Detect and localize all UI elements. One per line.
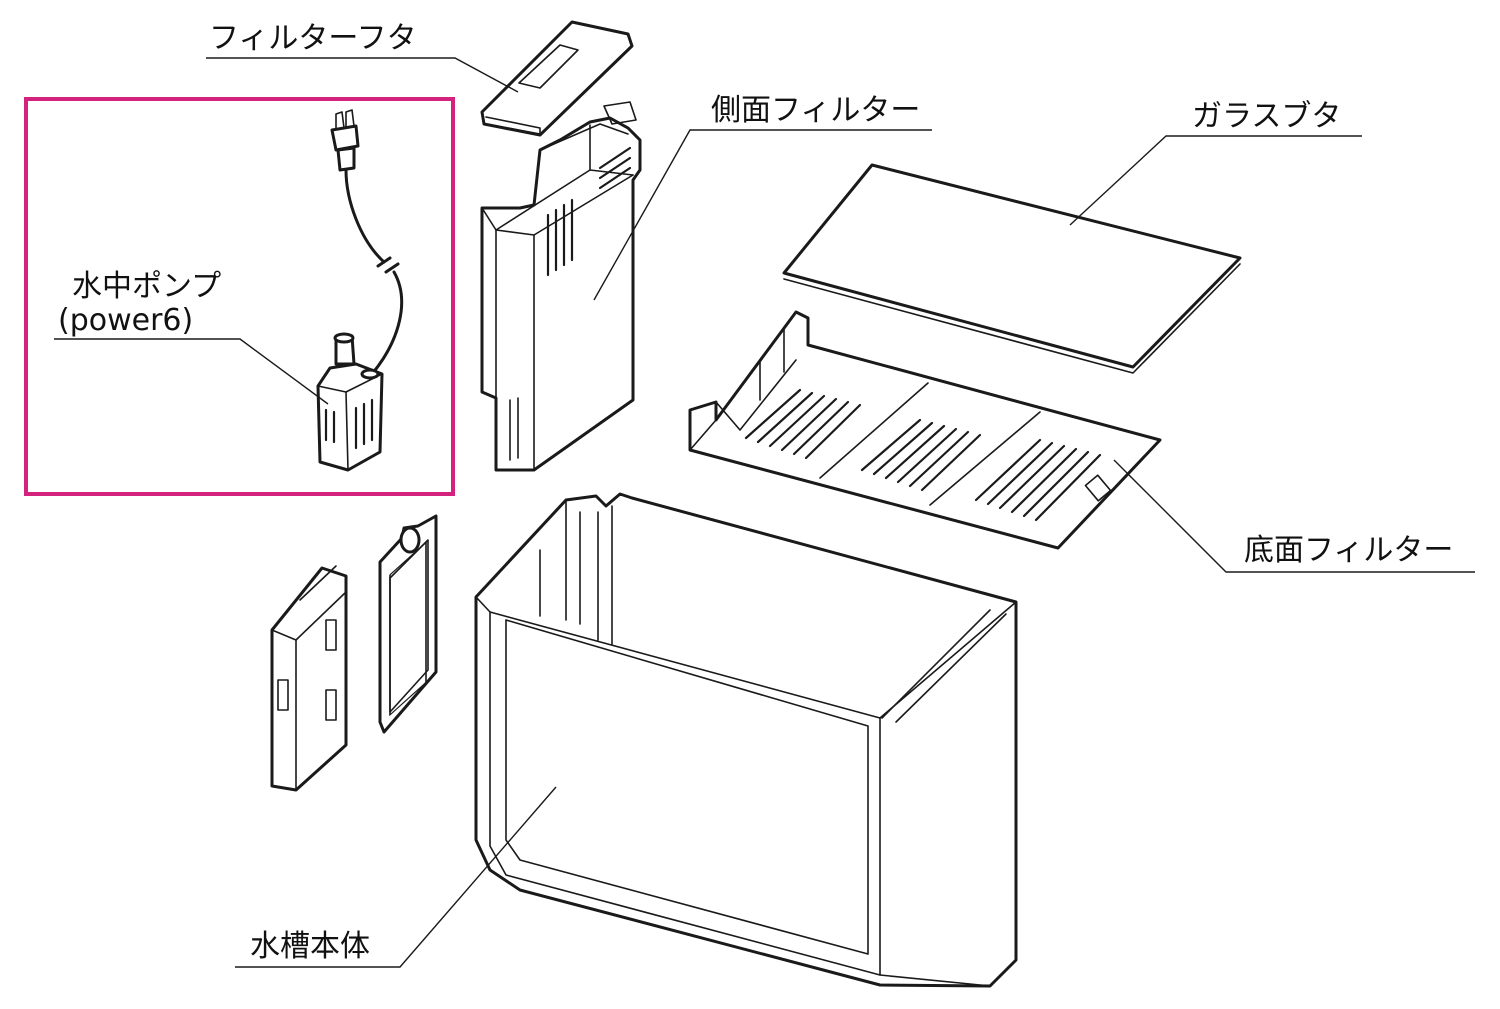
leader-glass-lid	[1069, 135, 1362, 226]
leader-bottom-filter	[1113, 459, 1475, 573]
label-pump-model: (power6)	[58, 303, 193, 338]
bottom-filter-slots	[744, 388, 1102, 522]
label-filter-lid: フィルターフタ	[209, 21, 417, 56]
tank-body-part	[474, 492, 1018, 988]
leader-pump	[54, 338, 329, 405]
label-side-filter: 側面フィルター	[711, 93, 920, 128]
bottom-filter-part	[688, 310, 1162, 550]
label-bottom-filter: 底面フィルター	[1244, 533, 1453, 568]
filter-lid-part	[480, 20, 634, 137]
leader-side-filter	[593, 129, 932, 301]
label-glass-lid: ガラスブタ	[1192, 99, 1341, 134]
submersible-pump-part	[316, 109, 404, 472]
sponge-cartridge-part	[270, 565, 348, 792]
leader-tank-body	[235, 786, 557, 968]
pump-highlight-box	[24, 97, 455, 496]
mat-cartridge-part	[378, 514, 438, 734]
side-filter-part	[480, 101, 642, 472]
glass-lid-part	[782, 163, 1242, 374]
leader-filter-lid	[206, 57, 519, 93]
label-tank-body: 水槽本体	[250, 929, 370, 964]
side-filter-vents	[546, 146, 632, 277]
label-pump-name: 水中ポンプ	[72, 269, 221, 304]
leader-lines	[54, 57, 1475, 968]
